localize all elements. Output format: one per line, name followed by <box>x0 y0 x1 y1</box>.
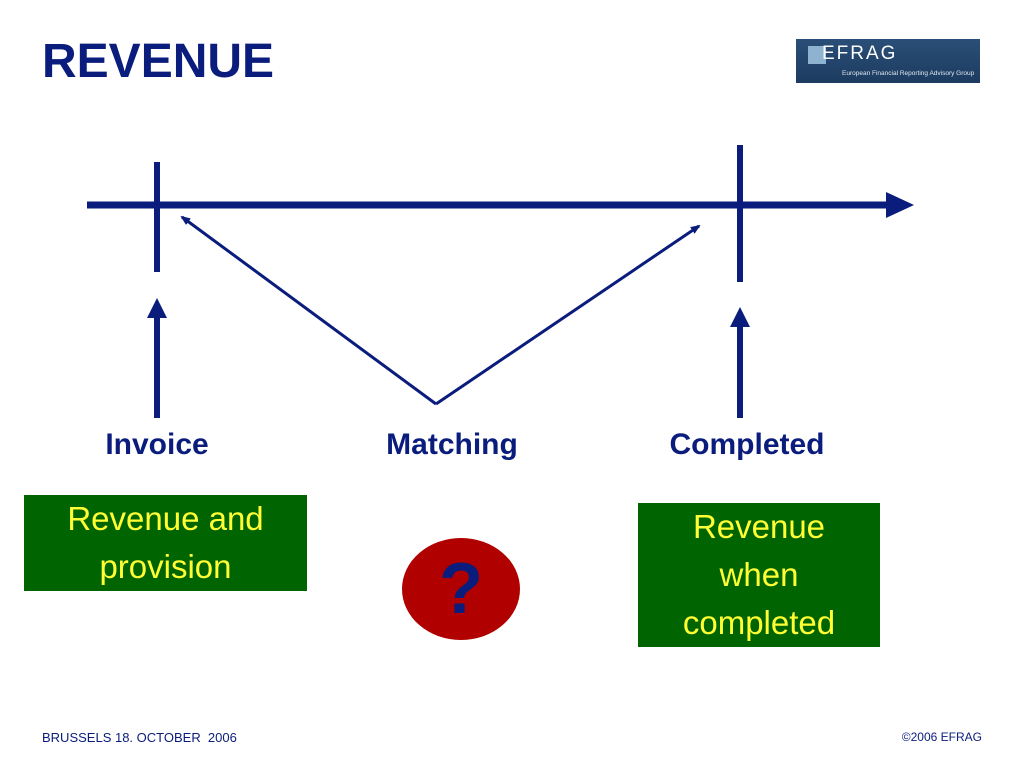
footer-location-date: BRUSSELS 18. OCTOBER 2006 <box>42 730 237 745</box>
footer-copyright: ©2006 EFRAG <box>901 730 982 744</box>
invoice-up-arrowhead <box>147 298 167 318</box>
efrag-logo: EFRAG European Financial Reporting Advis… <box>796 39 980 83</box>
revenue-when-completed-box: Revenue when completed <box>638 503 880 647</box>
matching-arrow-left <box>180 215 437 406</box>
revenue-and-provision-text: Revenue and provision <box>67 500 264 585</box>
question-mark-circle: ? <box>402 538 520 640</box>
logo-name: EFRAG <box>822 43 898 64</box>
label-matching: Matching <box>386 428 518 461</box>
completed-up-arrowhead <box>730 307 750 327</box>
label-completed: Completed <box>669 428 825 461</box>
matching-arrow-right <box>435 224 701 406</box>
label-invoice: Invoice <box>105 428 209 461</box>
logo-mark-icon <box>808 46 826 64</box>
revenue-and-provision-box: Revenue and provision <box>24 495 307 591</box>
revenue-when-completed-text: Revenue when completed <box>682 508 836 641</box>
timeline-arrowhead <box>886 192 914 218</box>
slide-title: REVENUE <box>42 35 275 88</box>
question-mark: ? <box>439 549 483 629</box>
logo-subtitle: European Financial Reporting Advisory Gr… <box>842 70 975 77</box>
